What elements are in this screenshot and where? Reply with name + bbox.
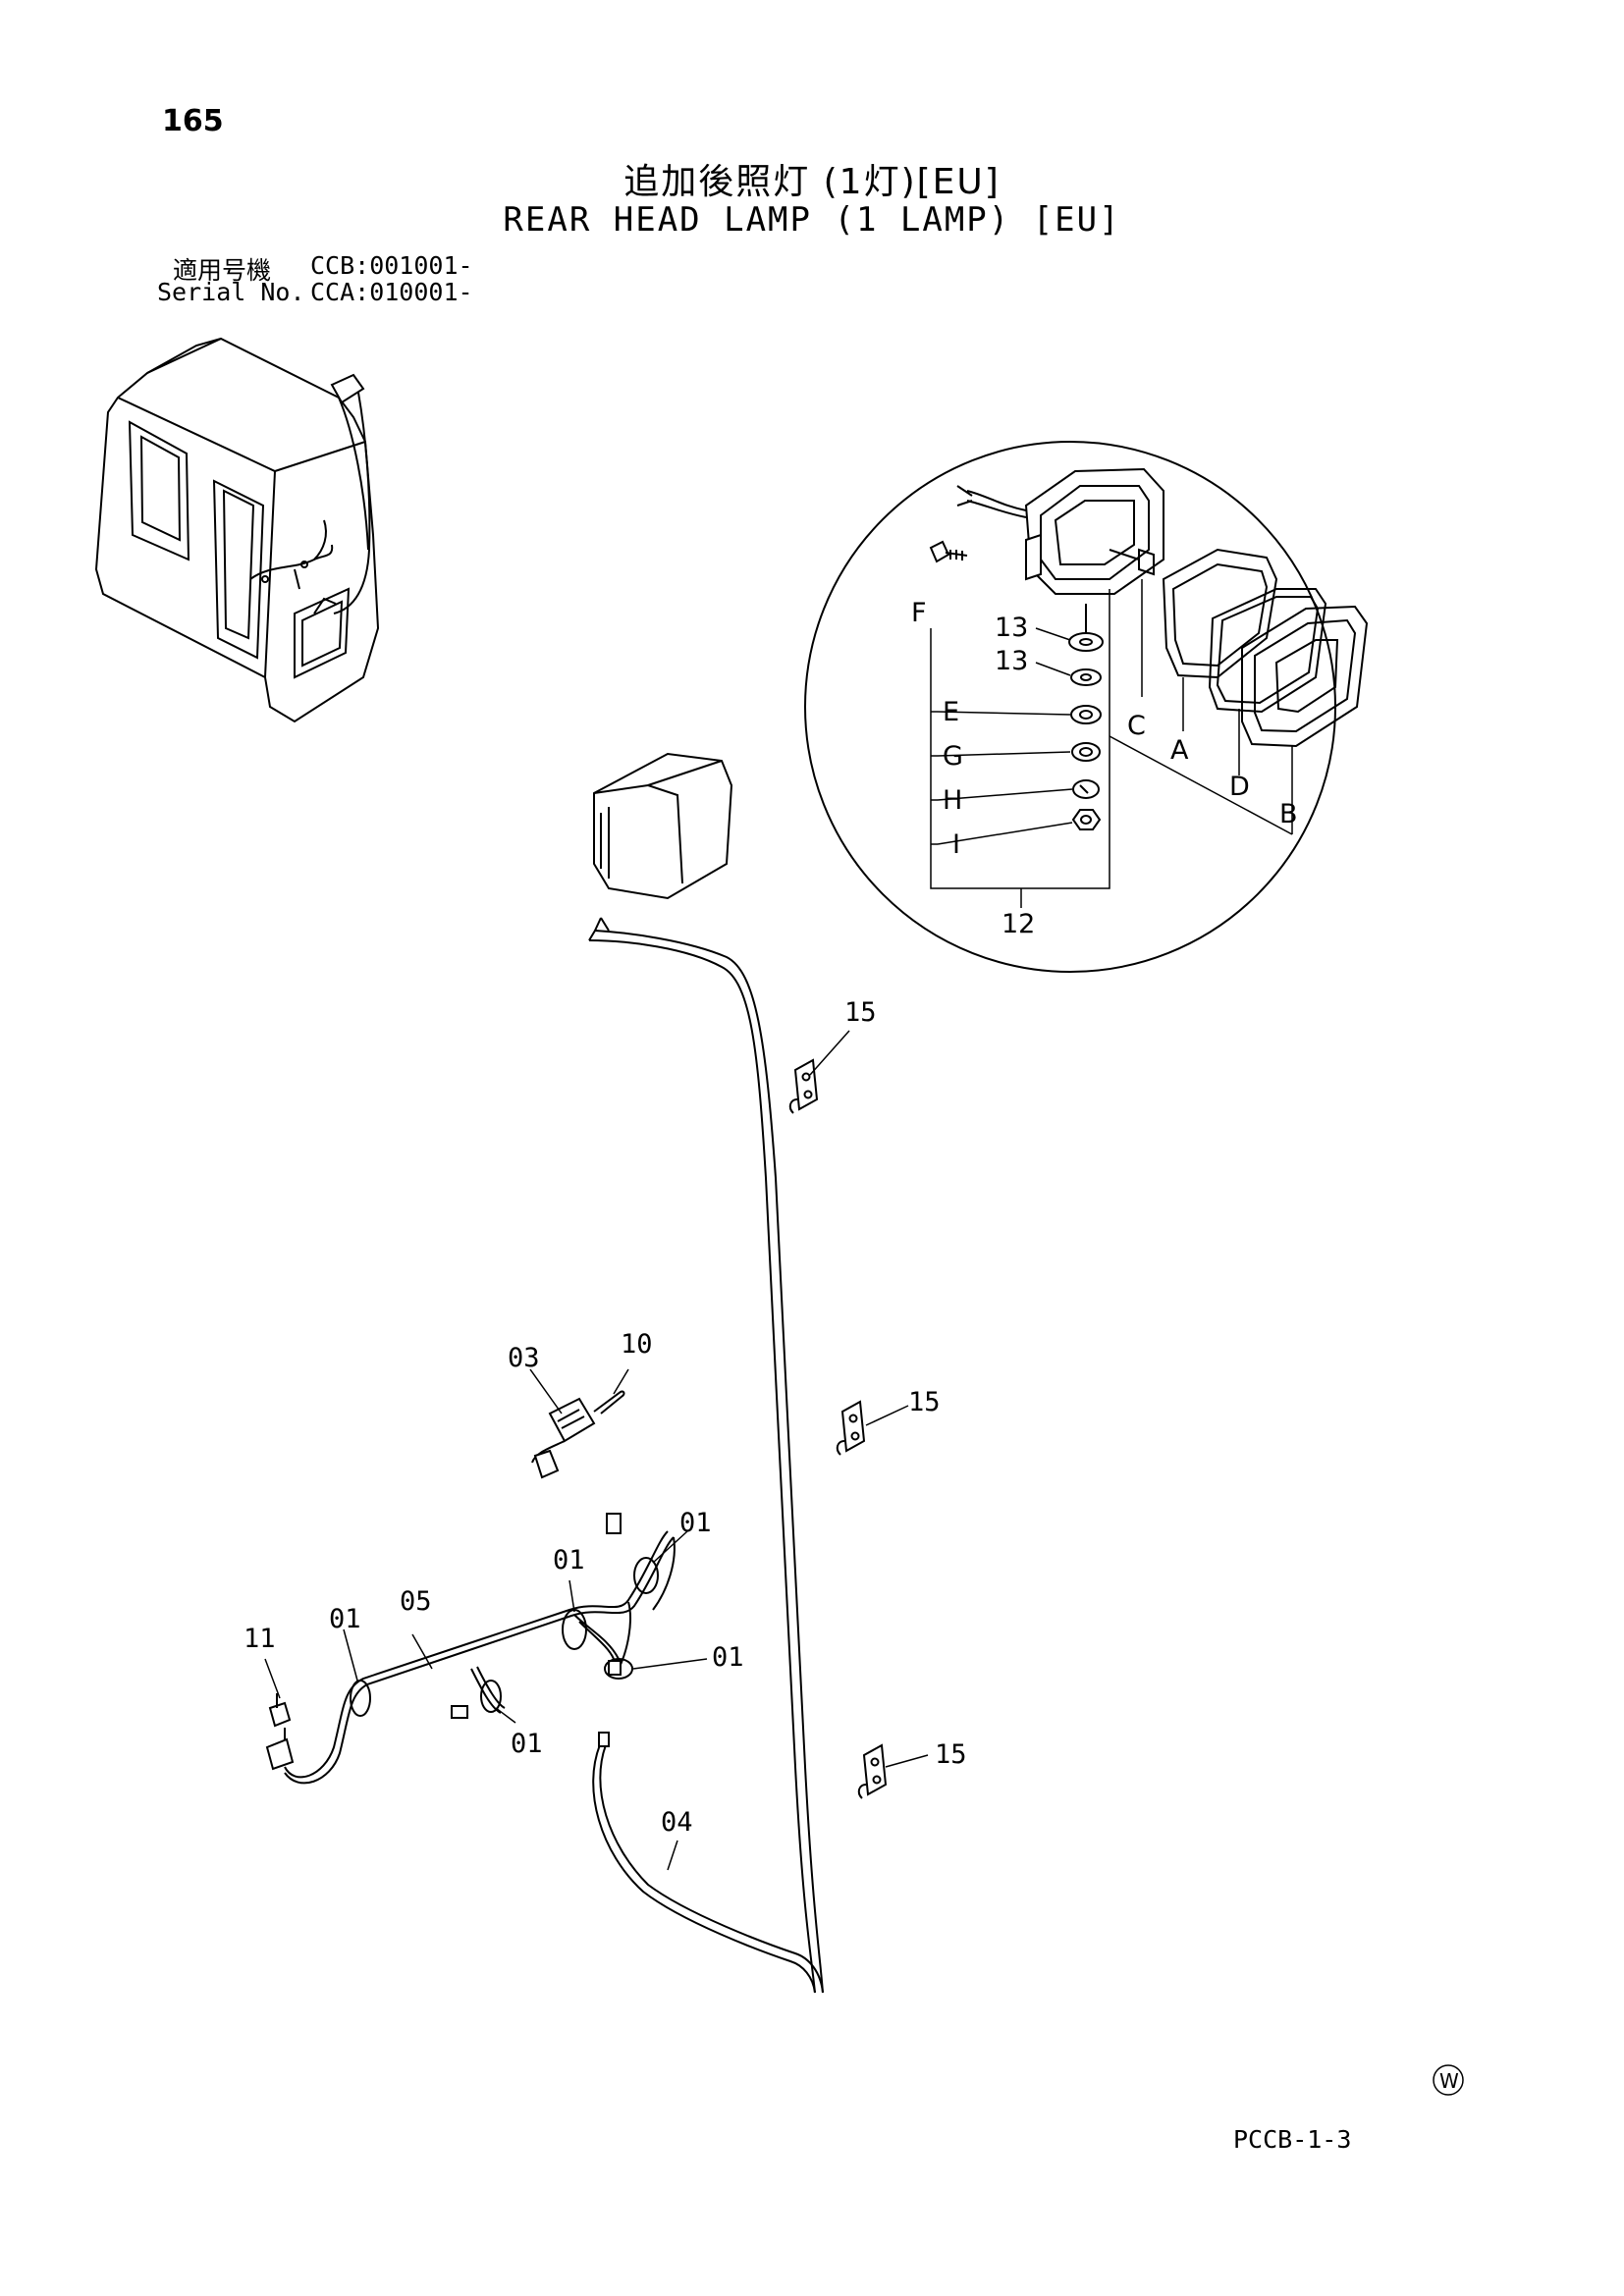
- callout-01-top: 01: [679, 1508, 712, 1538]
- callout-i: I: [952, 829, 960, 860]
- watermark-w-symbol: W: [1433, 2064, 1464, 2096]
- serial-value-ccb: CCB:001001-: [310, 251, 473, 280]
- callout-13-lower: 13: [995, 646, 1028, 676]
- clip-15-lower: [857, 1743, 888, 1799]
- sub-harness-05: [265, 1513, 676, 1785]
- callout-13-upper: 13: [995, 613, 1028, 643]
- callout-15-lower: 15: [935, 1739, 967, 1770]
- harness-cable-04: [588, 917, 824, 1994]
- callout-05: 05: [400, 1586, 432, 1617]
- callout-f: F: [911, 598, 927, 628]
- callout-b: B: [1279, 799, 1298, 829]
- callout-15-upper: 15: [844, 997, 877, 1028]
- callout-12: 12: [1001, 909, 1035, 939]
- watermark-letter: W: [1439, 2069, 1459, 2093]
- serial-value-cca: CCA:010001-: [310, 278, 473, 306]
- footer-page-code: PCCB-1-3: [1233, 2125, 1352, 2154]
- callout-d: D: [1229, 772, 1250, 802]
- callout-01-mid: 01: [553, 1545, 585, 1575]
- callout-e: E: [943, 697, 959, 727]
- page-title-english: REAR HEAD LAMP (1 LAMP) [EU]: [503, 200, 1121, 240]
- cab-overview-illustration: [94, 337, 380, 723]
- page-title-japanese: 追加後照灯 (1灯)[EU]: [623, 162, 1001, 202]
- page-number: 165: [162, 104, 224, 138]
- callout-10: 10: [621, 1329, 653, 1360]
- callout-15-middle: 15: [908, 1387, 941, 1417]
- switch-03: [531, 1390, 625, 1479]
- serial-label-japanese: 適用号機: [173, 256, 272, 285]
- callout-c: C: [1127, 711, 1146, 741]
- callout-labels: F 13 13 E G H I 12 C A D B 15 15 15 10 0…: [244, 598, 1298, 1838]
- callout-11: 11: [244, 1624, 276, 1654]
- clip-15-middle: [836, 1400, 866, 1456]
- callout-h: H: [943, 785, 962, 816]
- callout-01-left: 01: [329, 1604, 361, 1634]
- callout-leaders: [264, 1030, 929, 1871]
- callout-01-bottom: 01: [511, 1729, 543, 1759]
- callout-a: A: [1170, 735, 1189, 766]
- callout-04: 04: [661, 1807, 693, 1838]
- serial-label-english: Serial No.: [157, 278, 305, 306]
- rear-lamp-assembly: [593, 752, 733, 900]
- lamp-detail-circle: [804, 441, 1369, 973]
- callout-g: G: [943, 741, 963, 772]
- clip-15-upper: [788, 1058, 819, 1114]
- callout-03: 03: [508, 1343, 540, 1373]
- callout-01-right: 01: [712, 1642, 744, 1673]
